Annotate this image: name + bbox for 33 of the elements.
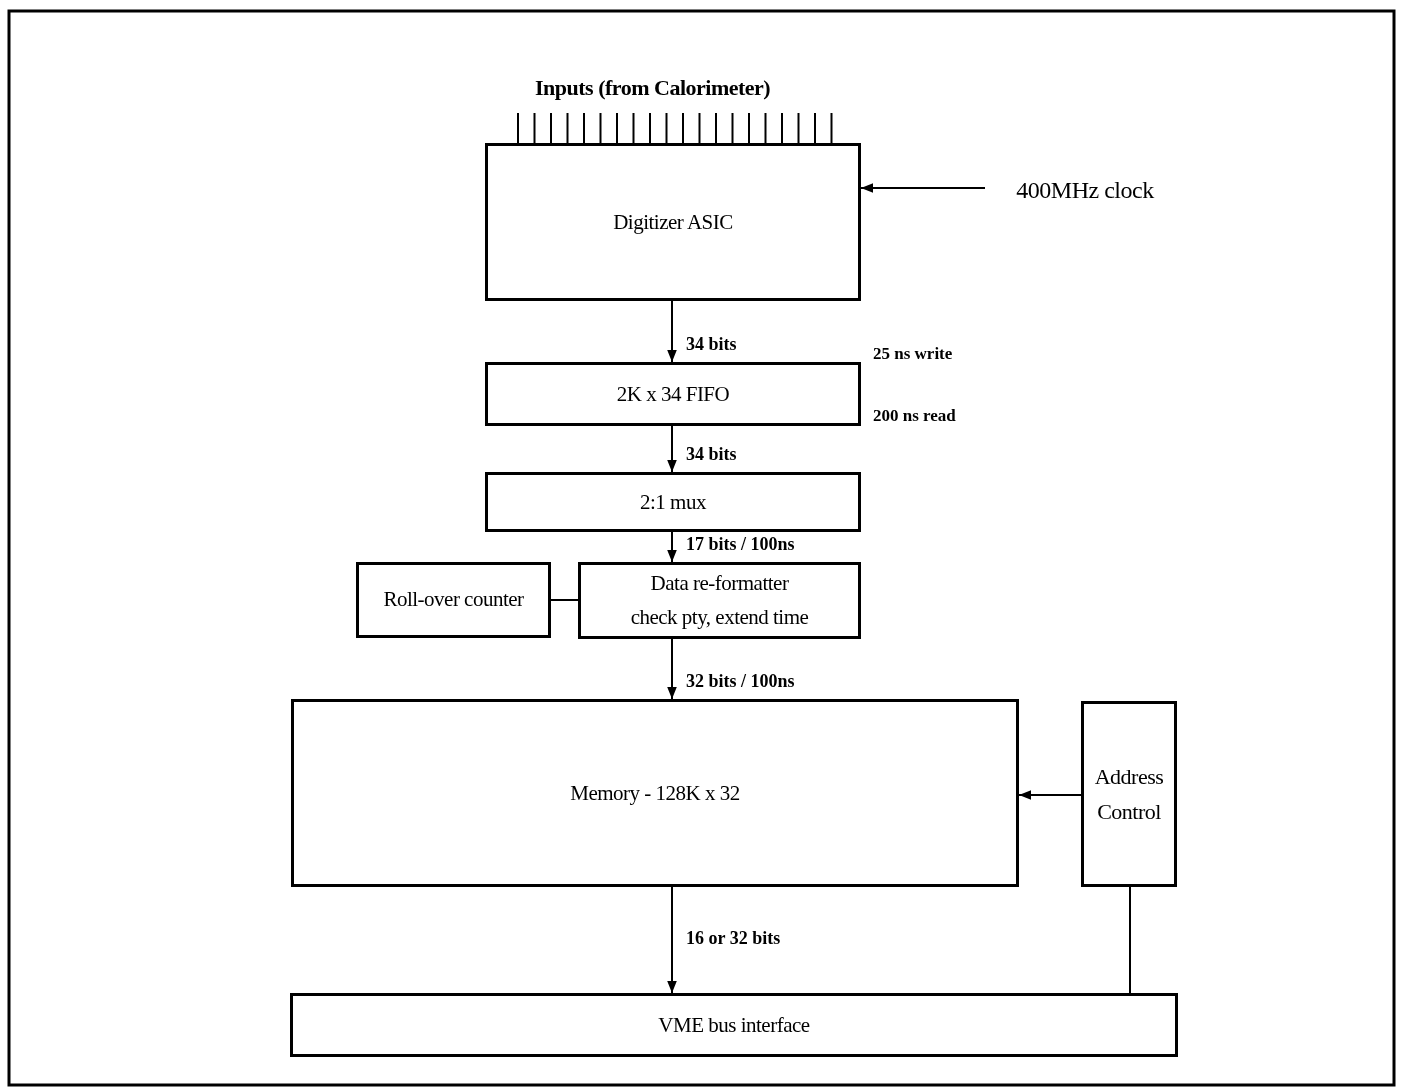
block-label: Digitizer ASIC: [613, 208, 733, 236]
inputs-label: Inputs (from Calorimeter): [535, 74, 771, 102]
block-box: [578, 562, 861, 639]
block-label: 2K x 34 FIFO: [616, 380, 730, 408]
signal-text: 400MHz clock: [990, 170, 1180, 210]
block-box: [485, 362, 861, 426]
block-label: Memory - 128K x 32: [570, 779, 740, 807]
arrow: [667, 531, 677, 563]
block-label: Roll-over counter: [383, 586, 524, 614]
block-box: [290, 993, 1178, 1057]
arrow: [667, 424, 677, 473]
block-box: [291, 699, 1019, 887]
timing-note: 200 ns read: [873, 406, 956, 426]
arrow: [667, 638, 677, 700]
edge-label: 16 or 32 bits: [686, 928, 781, 949]
arrow: [1018, 790, 1082, 800]
arrow: [667, 299, 677, 363]
edge-label: 32 bits / 100ns: [686, 671, 795, 692]
block-label: Address Control: [1093, 762, 1165, 826]
block-box: [485, 472, 861, 532]
edge-label: 34 bits: [686, 444, 737, 465]
timing-note: 25 ns write: [873, 344, 953, 364]
edge-label: 17 bits / 100ns: [686, 534, 795, 555]
arrow: [667, 886, 677, 994]
block-label: check pty, extend time: [630, 603, 809, 631]
arrow: [860, 183, 986, 193]
block-box: [356, 562, 551, 638]
block-label: 2:1 mux: [640, 488, 706, 516]
edge-label: 34 bits: [686, 334, 737, 355]
block-box: [485, 143, 861, 301]
block-box: [1081, 701, 1177, 887]
block-label: Data re-formatter: [650, 569, 789, 597]
block-label: VME bus interface: [658, 1011, 810, 1039]
